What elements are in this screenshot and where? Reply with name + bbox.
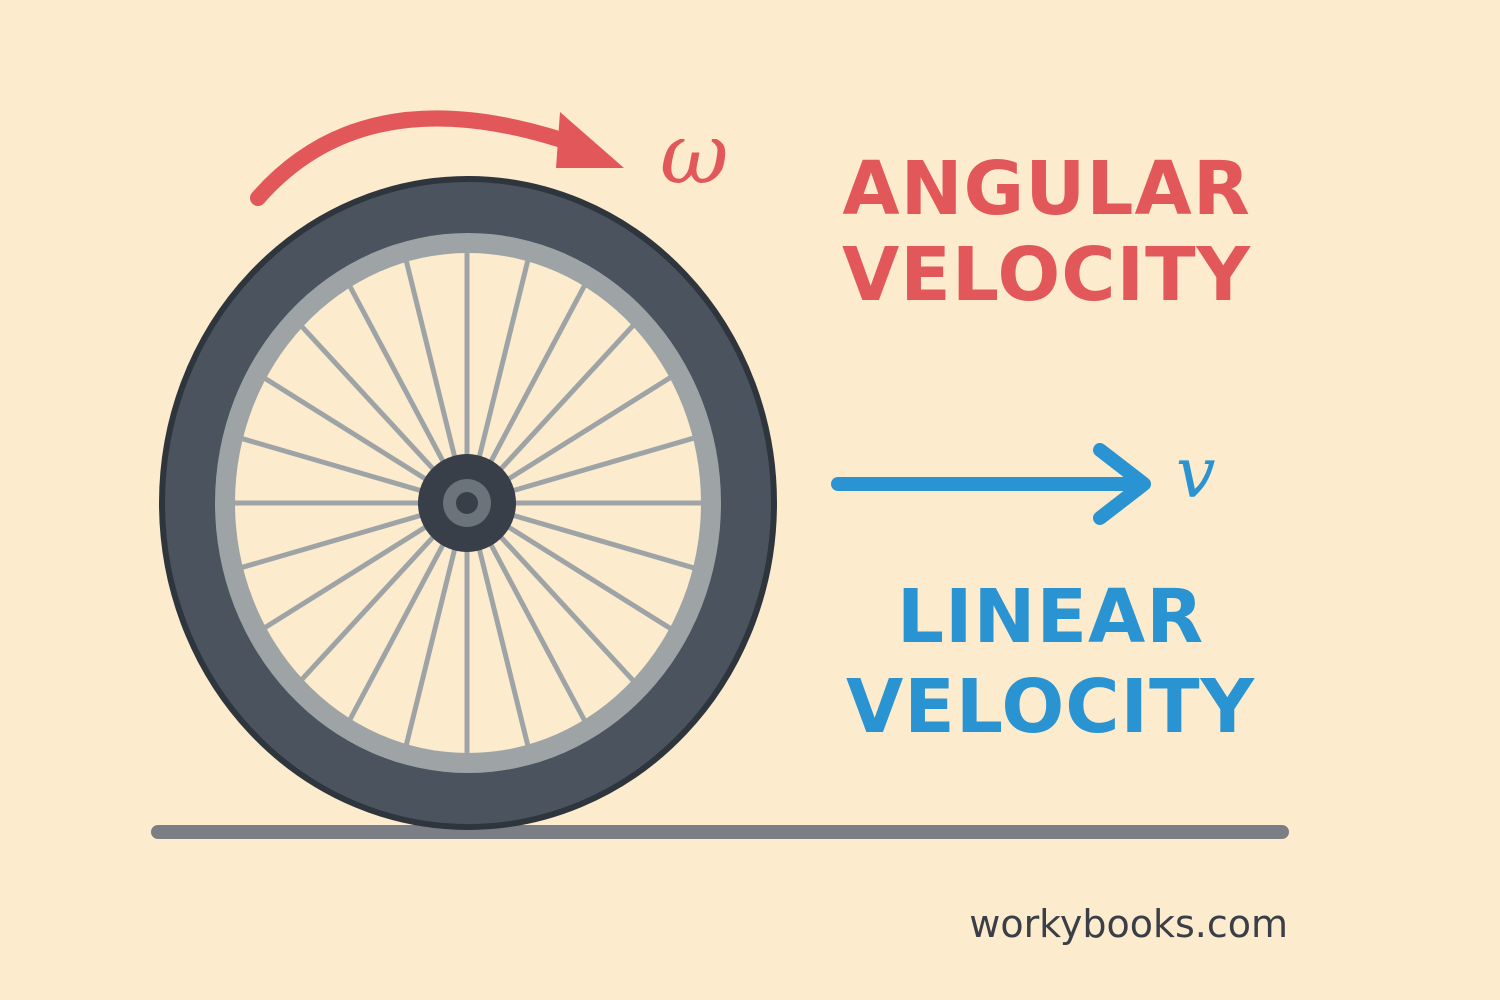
spoke bbox=[487, 540, 587, 723]
angular-label-line2: VELOCITY bbox=[842, 232, 1252, 318]
nu-symbol: v bbox=[1176, 432, 1216, 514]
angular-arrow-arc bbox=[250, 110, 593, 206]
axle bbox=[456, 492, 478, 514]
spoke bbox=[497, 533, 635, 683]
spoke bbox=[238, 512, 426, 571]
spoke bbox=[238, 435, 426, 494]
tire-outline bbox=[159, 176, 777, 830]
omega-symbol: ω bbox=[660, 105, 729, 203]
spoke bbox=[347, 283, 447, 466]
spoke bbox=[497, 323, 635, 473]
spokes bbox=[230, 250, 704, 756]
watermark: workybooks.com bbox=[969, 902, 1288, 946]
angular-arrow-head bbox=[556, 112, 624, 168]
linear-arrow-head bbox=[1093, 443, 1151, 525]
linear-label-line2: VELOCITY bbox=[846, 664, 1256, 750]
linear-velocity-label: LINEAR VELOCITY bbox=[846, 580, 1255, 744]
spoke bbox=[487, 283, 587, 466]
spoke bbox=[504, 523, 673, 631]
spoke bbox=[347, 540, 447, 723]
wheel bbox=[159, 176, 777, 830]
angular-velocity-label: ANGULAR VELOCITY bbox=[842, 152, 1251, 312]
spoke bbox=[476, 259, 531, 462]
spoke bbox=[261, 523, 430, 631]
spoke bbox=[299, 323, 437, 473]
spoke bbox=[261, 375, 430, 483]
spoke bbox=[508, 435, 696, 494]
spoke bbox=[403, 259, 458, 462]
spoke bbox=[508, 512, 696, 571]
spoke bbox=[476, 544, 531, 747]
linear-label-line1: LINEAR bbox=[896, 574, 1205, 660]
angular-label-line1: ANGULAR bbox=[842, 146, 1251, 232]
spoke bbox=[504, 375, 673, 483]
spoke bbox=[403, 544, 458, 747]
spoke bbox=[299, 533, 437, 683]
